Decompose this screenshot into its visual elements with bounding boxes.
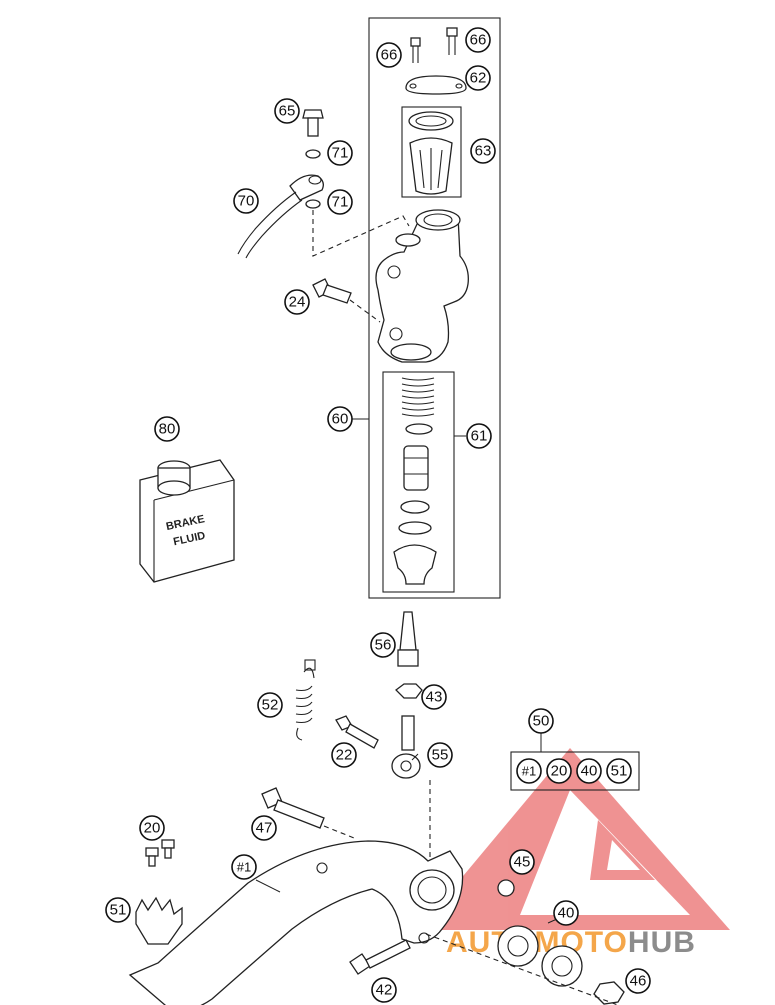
svg-text:40: 40 (581, 763, 598, 780)
callout-71-lower: 71 (327, 189, 353, 215)
bolt-47 (261, 787, 325, 829)
watermark-hub: HUB (628, 926, 696, 959)
callout-50: 50 (528, 708, 554, 734)
piston-kit-61 (393, 377, 437, 585)
callout-kit-20: 20 (546, 758, 572, 784)
svg-text:50: 50 (533, 713, 550, 730)
bolt-24 (312, 278, 352, 304)
master-cylinder-body (375, 209, 469, 363)
callout-70: 70 (233, 188, 259, 214)
callout-52: 52 (257, 692, 283, 718)
svg-text:20: 20 (551, 763, 568, 780)
callout-71-upper: 71 (327, 140, 353, 166)
bolt-42 (349, 939, 411, 975)
screw-66-left (410, 37, 421, 63)
svg-text:46: 46 (630, 973, 647, 990)
svg-text:66: 66 (381, 47, 398, 64)
lead-55 (411, 753, 419, 761)
callout-56: 56 (370, 632, 396, 658)
callout-66-left: 66 (376, 42, 402, 68)
master-cylinder-frame (368, 17, 501, 599)
callout-kit-40: 40 (576, 758, 602, 784)
svg-text:56: 56 (375, 637, 392, 654)
callout-1: #1 (231, 854, 257, 880)
push-rod-56 (397, 611, 419, 667)
callout-62: 62 (465, 65, 491, 91)
nut-46 (593, 981, 625, 1005)
callout-65: 65 (274, 98, 300, 124)
svg-text:#1: #1 (522, 764, 536, 779)
screws-20 (145, 839, 175, 867)
svg-text:47: 47 (256, 820, 273, 837)
callout-20: 20 (139, 815, 165, 841)
brake-hose-70 (237, 174, 324, 259)
watermark-text: AUTOMOTOHUB (446, 926, 696, 959)
callout-45: 45 (509, 849, 535, 875)
callout-22: 22 (331, 742, 357, 768)
bolt-47-guide (323, 825, 355, 839)
reservoir-cover-62 (405, 75, 467, 95)
svg-text:63: 63 (475, 143, 492, 160)
bearing-40-lower (541, 945, 583, 987)
svg-text:20: 20 (144, 820, 161, 837)
svg-text:22: 22 (336, 747, 353, 764)
callout-43: 43 (421, 684, 447, 710)
svg-text:80: 80 (159, 421, 176, 438)
svg-text:71: 71 (332, 145, 349, 162)
callout-kit-1: #1 (516, 758, 542, 784)
svg-text:43: 43 (426, 689, 443, 706)
screw-66-right (446, 27, 458, 55)
washer-71-upper (305, 149, 321, 159)
bushing-45 (497, 879, 515, 897)
callout-60: 60 (327, 406, 353, 432)
watermark-logo (418, 748, 730, 930)
bolt-22 (335, 715, 379, 749)
svg-text:70: 70 (238, 193, 255, 210)
piston-kit-frame (382, 371, 455, 593)
svg-text:55: 55 (432, 747, 449, 764)
svg-text:65: 65 (279, 103, 296, 120)
pedal-tip-51 (135, 896, 183, 945)
svg-text:52: 52 (262, 697, 279, 714)
callout-24: 24 (284, 289, 310, 315)
svg-text:45: 45 (514, 854, 531, 871)
return-spring-52 (295, 659, 316, 741)
svg-text:66: 66 (470, 32, 487, 49)
diaphragm-63 (408, 111, 454, 195)
svg-text:24: 24 (289, 294, 306, 311)
nut-43 (395, 683, 423, 699)
callout-47: 47 (251, 815, 277, 841)
brake-pedal-1 (128, 840, 464, 1005)
callout-66-right: 66 (465, 27, 491, 53)
svg-text:42: 42 (376, 982, 393, 999)
lead-1 (255, 879, 281, 893)
clevis-55 (391, 715, 421, 779)
callout-40: 40 (553, 900, 579, 926)
reservoir-parts-frame (401, 106, 462, 198)
bolt-24-guide (349, 299, 381, 323)
callout-kit-51: 51 (606, 758, 632, 784)
svg-text:62: 62 (470, 70, 487, 87)
brake-fluid-bottle-80: BRAKE FLUID (139, 459, 235, 583)
kit-50-box (510, 751, 640, 791)
callout-55: 55 (427, 742, 453, 768)
callout-80: 80 (154, 416, 180, 442)
callout-61: 61 (466, 423, 492, 449)
callout-46: 46 (625, 968, 651, 994)
svg-text:60: 60 (332, 411, 349, 428)
bearing-40-upper (497, 925, 539, 967)
callout-42: 42 (371, 977, 397, 1003)
hose-guide-line (312, 210, 410, 257)
svg-text:51: 51 (110, 902, 127, 919)
svg-text:51: 51 (611, 763, 628, 780)
callout-63: 63 (470, 138, 496, 164)
callout-51: 51 (105, 897, 131, 923)
svg-text:40: 40 (558, 905, 575, 922)
banjo-bolt-65 (302, 109, 324, 137)
svg-text:61: 61 (471, 428, 488, 445)
washer-71-lower (305, 199, 321, 209)
svg-text:71: 71 (332, 194, 349, 211)
svg-text:#1: #1 (237, 860, 251, 875)
